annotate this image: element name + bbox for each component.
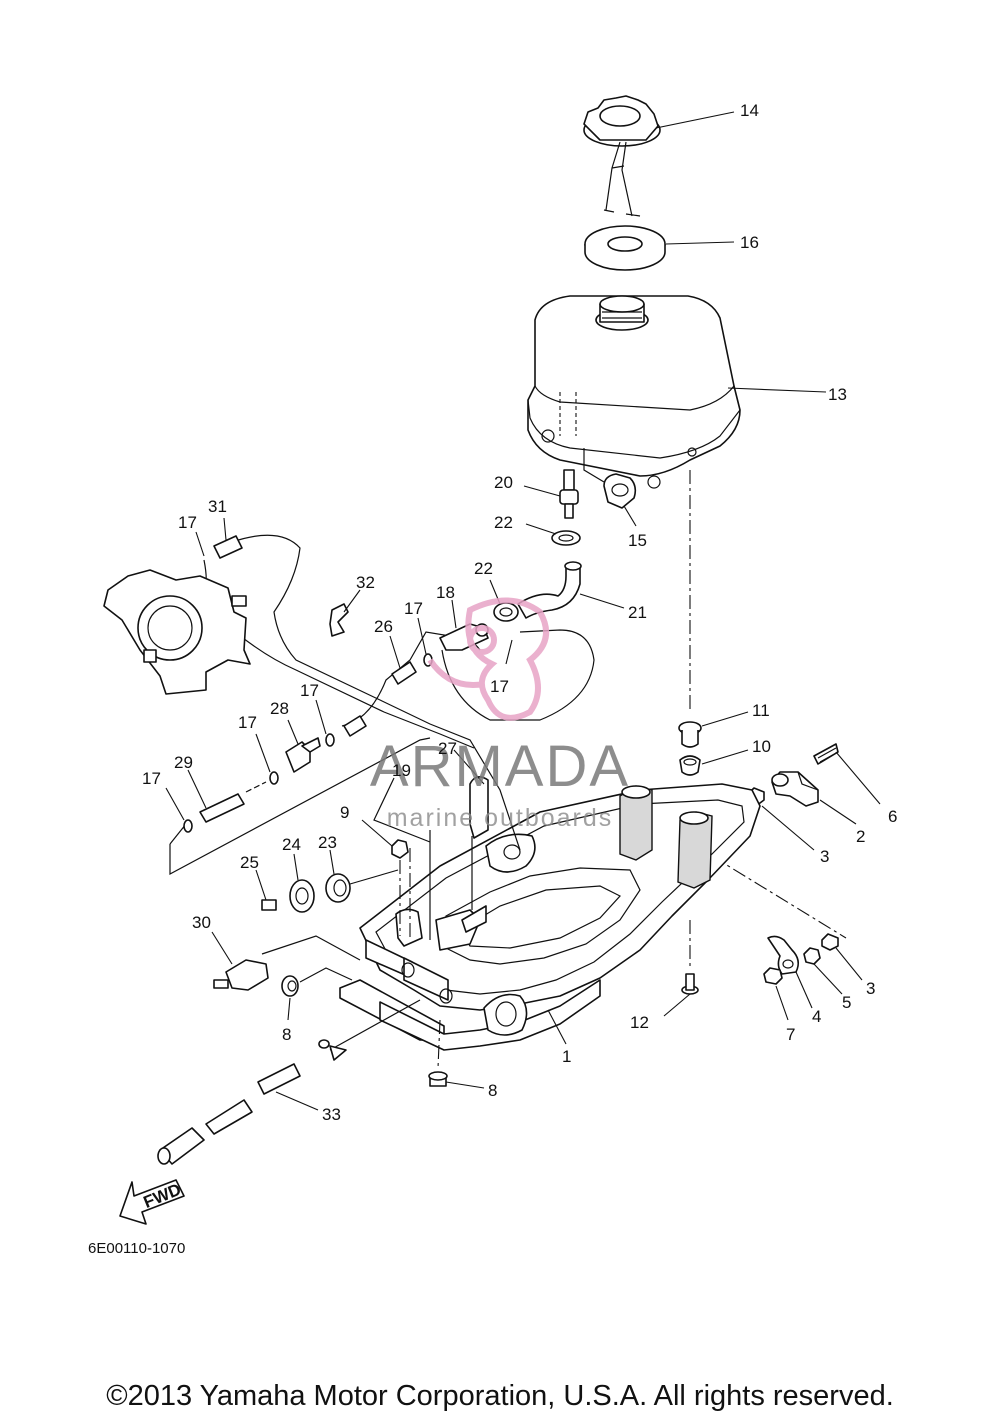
callout-10: 10 xyxy=(752,737,771,756)
callout-2: 2 xyxy=(856,827,865,846)
grommet-part-8b xyxy=(428,1019,485,1089)
callout-19: 19 xyxy=(392,761,411,780)
fwd-arrow-icon: FWD xyxy=(119,1179,185,1225)
callout-26: 26 xyxy=(374,617,393,636)
callout-7: 7 xyxy=(786,1025,795,1044)
clip-part-22a xyxy=(525,523,581,546)
callout-31: 31 xyxy=(208,497,227,516)
callout-3a: 3 xyxy=(820,847,829,866)
clip-part-17c xyxy=(315,699,335,747)
armada-watermark-logo xyxy=(427,597,550,721)
callout-24: 24 xyxy=(282,835,301,854)
nut-part-7 xyxy=(763,967,789,1021)
callout-23: 23 xyxy=(318,833,337,852)
fuel-tank-part-13 xyxy=(527,295,827,489)
grommet-part-23 xyxy=(325,849,399,903)
clip-part-32 xyxy=(329,589,361,637)
holder-part-15 xyxy=(583,448,637,527)
cable-part-33 xyxy=(157,999,421,1165)
callout-15: 15 xyxy=(628,531,647,550)
switch-part-30 xyxy=(211,931,361,991)
callout-14: 14 xyxy=(740,101,759,120)
callout-17a: 17 xyxy=(178,513,197,532)
bracket-part-2 xyxy=(771,771,857,825)
fwd-label: FWD xyxy=(141,1180,184,1212)
callout-17f: 17 xyxy=(490,677,509,696)
callout-3b: 3 xyxy=(866,979,875,998)
copyright-notice: ©2013 Yamaha Motor Corporation, U.S.A. A… xyxy=(106,1380,894,1412)
callout-27: 27 xyxy=(438,739,457,758)
callout-22b: 22 xyxy=(474,559,493,578)
fuel-cap-part-14 xyxy=(583,95,661,217)
fuel-joint-part-20 xyxy=(523,469,579,519)
grommet-part-11 xyxy=(678,711,749,748)
washer-part-5 xyxy=(803,947,843,995)
callout-6: 6 xyxy=(888,807,897,826)
callout-17b: 17 xyxy=(404,599,423,618)
callout-20: 20 xyxy=(494,473,513,492)
watermark-tagline: marine outboards xyxy=(387,804,614,832)
callout-25: 25 xyxy=(240,853,259,872)
diagram-code: 6E00110-1070 xyxy=(88,1240,186,1257)
bottom-cowling-part-1 xyxy=(339,783,761,1051)
callout-22a: 22 xyxy=(494,513,513,532)
connector-part-28 xyxy=(285,719,321,773)
callout-30: 30 xyxy=(192,913,211,932)
clip-part-17e xyxy=(165,787,193,833)
stay-part-27 xyxy=(453,749,489,910)
hose-part-31 xyxy=(213,517,243,559)
callout-8b: 8 xyxy=(488,1081,497,1100)
callout-17e: 17 xyxy=(142,769,161,788)
hose-part-29 xyxy=(187,769,267,823)
clamp-part-4 xyxy=(767,935,813,1009)
damper-part-10 xyxy=(679,749,749,776)
callout-18: 18 xyxy=(436,583,455,602)
screw-part-25 xyxy=(255,869,277,911)
grommet-part-8a xyxy=(281,967,353,1021)
callout-28: 28 xyxy=(270,699,289,718)
bolt-part-6 xyxy=(813,743,881,805)
hose-part-26 xyxy=(343,635,417,737)
carburetor-housing xyxy=(103,531,251,695)
callout-9: 9 xyxy=(340,803,349,822)
cap-part-24 xyxy=(289,853,315,913)
callout-12: 12 xyxy=(630,1013,649,1032)
bracket-part-19 xyxy=(373,777,431,940)
callout-16: 16 xyxy=(740,233,759,252)
callout-13: 13 xyxy=(828,385,847,404)
callout-4: 4 xyxy=(812,1007,821,1026)
nut-part-3b xyxy=(821,933,863,981)
screw-part-12 xyxy=(663,973,699,1017)
callout-11: 11 xyxy=(752,701,770,720)
callout-29: 29 xyxy=(174,753,193,772)
callout-8a: 8 xyxy=(282,1025,291,1044)
watermark-brand: ARMADA xyxy=(370,734,630,799)
callout-17c: 17 xyxy=(300,681,319,700)
callout-33: 33 xyxy=(322,1105,341,1124)
callout-32: 32 xyxy=(356,573,375,592)
callout-21: 21 xyxy=(628,603,647,622)
gasket-part-16 xyxy=(584,225,666,271)
callout-1: 1 xyxy=(562,1047,571,1066)
callout-5: 5 xyxy=(842,993,851,1012)
clip-part-17d xyxy=(255,733,279,785)
bolt-part-9 xyxy=(361,819,409,936)
callout-17d: 17 xyxy=(238,713,257,732)
